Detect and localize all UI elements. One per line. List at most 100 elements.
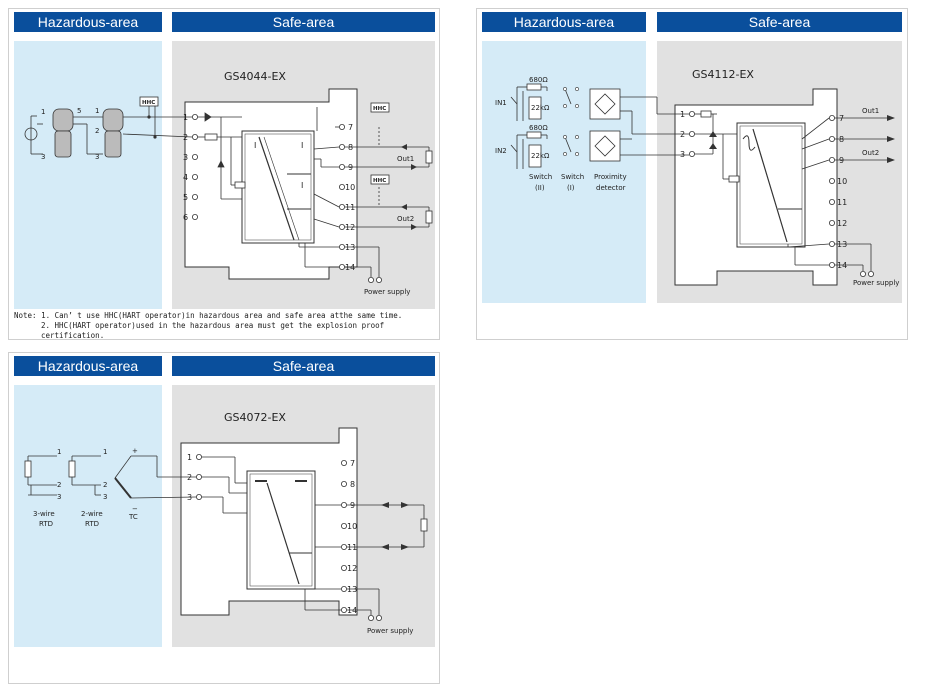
terminal-label-10: 10 (345, 183, 355, 192)
gs4044-wiring-diagram: I I I GS4044-EX 1 2 3 4 5 6 (24, 70, 433, 296)
hazardous-area-header: Hazardous-area (14, 12, 162, 32)
power-supply-label: Power supply (364, 288, 410, 296)
terminal-label-5: 5 (183, 193, 188, 202)
terminal-label-8: 8 (350, 480, 355, 489)
hazardous-area-zone (14, 41, 162, 309)
gs4072-wiring-diagram: GS4072-EX 1 2 3 7 8 9 10 11 12 13 14 (24, 411, 428, 635)
field-label-3b: 3 (95, 153, 99, 161)
terminal-label-12: 12 (347, 564, 357, 573)
switch-i-sub: (I) (567, 184, 575, 192)
terminal-label-14: 14 (345, 263, 355, 272)
terminal-label-8: 8 (839, 135, 844, 144)
channel-mark-3: I (301, 181, 303, 190)
model-title: GS4044-EX (224, 70, 286, 83)
proximity-label: Proximity (594, 173, 627, 181)
terminal-label-7: 7 (839, 114, 844, 123)
terminal-label-1: 1 (680, 110, 685, 119)
note-line-1: Note: 1. Can’ t use HHC(HART operator)in… (14, 311, 403, 320)
gs4112-wiring-diagram: GS4112-EX 1 2 3 7 8 9 10 11 12 13 14 (495, 68, 899, 287)
rtd-2wire-sub: RTD (85, 520, 99, 528)
resistor-22k-1: 22kΩ (531, 104, 550, 112)
hhc-label-safe-2: HHC (373, 178, 386, 184)
svg-text:3: 3 (103, 493, 107, 501)
terminal-label-8: 8 (348, 143, 353, 152)
field-label-1b: 1 (95, 107, 99, 115)
panel-gs4044: Hazardous-area Safe-area I I I GS4044-EX… (8, 8, 440, 340)
svg-text:2: 2 (103, 481, 107, 489)
terminal-label-3: 3 (680, 150, 685, 159)
panel-gs4072: Hazardous-area Safe-area GS4072-EX 1 2 3… (8, 352, 440, 684)
rtd-3wire-sub: RTD (39, 520, 53, 528)
terminal-label-7: 7 (350, 459, 355, 468)
terminal-label-13: 13 (347, 585, 357, 594)
hazardous-area-header: Hazardous-area (482, 12, 646, 32)
terminal-label-9: 9 (350, 501, 355, 510)
power-supply-label: Power supply (853, 279, 899, 287)
model-title: GS4072-EX (224, 411, 286, 424)
terminal-label-10: 10 (837, 177, 847, 186)
rtd-2wire-label: 2-wire (81, 510, 103, 518)
field-label-5: 5 (77, 107, 81, 115)
svg-text:1: 1 (103, 448, 107, 456)
terminal-label-4: 4 (183, 173, 188, 182)
terminal-label-3: 3 (187, 493, 192, 502)
terminal-label-2: 2 (187, 473, 192, 482)
hhc-label-haz: HHC (142, 100, 155, 106)
resistor-680-2: 680Ω (529, 124, 548, 132)
terminal-label-1: 1 (183, 113, 188, 122)
terminal-label-2: 2 (183, 133, 188, 142)
field-label-2: 2 (95, 127, 99, 135)
model-title: GS4112-EX (692, 68, 754, 81)
hhc-label-safe-1: HHC (373, 106, 386, 112)
terminal-label-6: 6 (183, 213, 188, 222)
field-label-1a: 1 (41, 108, 45, 116)
terminal-label-3: 3 (183, 153, 188, 162)
svg-text:1: 1 (57, 448, 61, 456)
out1-label: Out1 (862, 107, 879, 115)
svg-text:3: 3 (57, 493, 61, 501)
terminal-label-1: 1 (187, 453, 192, 462)
terminal-label-14: 14 (347, 606, 357, 615)
in1-label: IN1 (495, 99, 507, 107)
channel-mark-1: I (254, 141, 256, 150)
safe-area-header: Safe-area (172, 356, 435, 376)
switch-ii-sub: (II) (535, 184, 545, 192)
terminal-label-11: 11 (837, 198, 847, 207)
terminal-label-12: 12 (345, 223, 355, 232)
terminal-label-14: 14 (837, 261, 847, 270)
in2-label: IN2 (495, 147, 507, 155)
note-line-2: 2. HHC(HART operator)used in the hazardo… (41, 321, 385, 340)
terminal-label-9: 9 (348, 163, 353, 172)
terminal-label-2: 2 (680, 130, 685, 139)
switch-i-label: Switch (561, 173, 584, 181)
terminal-label-13: 13 (345, 243, 355, 252)
switch-ii-label: Switch (529, 173, 552, 181)
terminal-label-12: 12 (837, 219, 847, 228)
terminal-label-7: 7 (348, 123, 353, 132)
svg-text:2: 2 (57, 481, 61, 489)
field-label-3a: 3 (41, 153, 45, 161)
terminal-label-9: 9 (839, 156, 844, 165)
out2-label: Out2 (862, 149, 879, 157)
svg-text:−: − (132, 505, 138, 513)
power-supply-label: Power supply (367, 627, 413, 635)
safe-area-header: Safe-area (657, 12, 902, 32)
hazardous-area-zone (14, 385, 162, 647)
terminal-label-11: 11 (347, 543, 357, 552)
safe-area-header: Safe-area (172, 12, 435, 32)
hazardous-area-zone (482, 41, 646, 303)
out1-label: Out1 (397, 155, 414, 163)
resistor-22k-2: 22kΩ (531, 152, 550, 160)
panel-gs4112: Hazardous-area Safe-area GS4112-EX 1 2 3… (476, 8, 908, 340)
terminal-label-11: 11 (345, 203, 355, 212)
terminal-label-10: 10 (347, 522, 357, 531)
tc-label: TC (128, 513, 138, 521)
terminal-label-13: 13 (837, 240, 847, 249)
resistor-680-1: 680Ω (529, 76, 548, 84)
svg-text:+: + (132, 447, 138, 455)
rtd-3wire-label: 3-wire (33, 510, 55, 518)
detector-label: detector (596, 184, 626, 192)
channel-mark-2: I (301, 141, 303, 150)
hazardous-area-header: Hazardous-area (14, 356, 162, 376)
out2-label: Out2 (397, 215, 414, 223)
